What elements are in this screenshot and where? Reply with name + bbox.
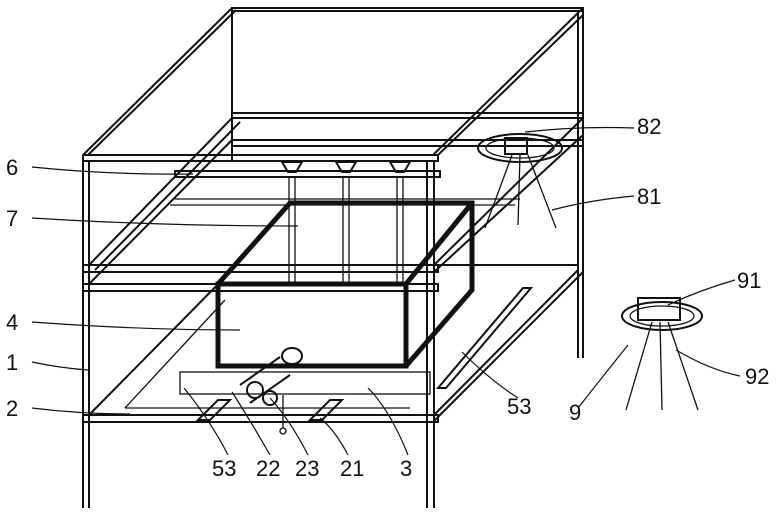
label-92: 92 [745, 364, 769, 389]
label-3: 3 [400, 456, 412, 481]
label-91: 91 [737, 268, 761, 293]
label-23: 23 [295, 456, 319, 481]
label-82: 82 [637, 114, 661, 139]
label-53-right: 53 [507, 394, 531, 419]
outer-frame [83, 8, 583, 508]
label-9: 9 [569, 400, 581, 425]
label-1: 1 [6, 350, 18, 375]
sprinkler-standalone [622, 298, 702, 410]
label-4: 4 [6, 310, 18, 335]
label-81: 81 [637, 184, 661, 209]
label-2: 2 [6, 396, 18, 421]
label-21: 21 [340, 456, 364, 481]
label-6: 6 [6, 155, 18, 180]
label-7: 7 [6, 206, 18, 231]
label-22: 22 [256, 456, 280, 481]
label-53-left: 53 [212, 456, 236, 481]
